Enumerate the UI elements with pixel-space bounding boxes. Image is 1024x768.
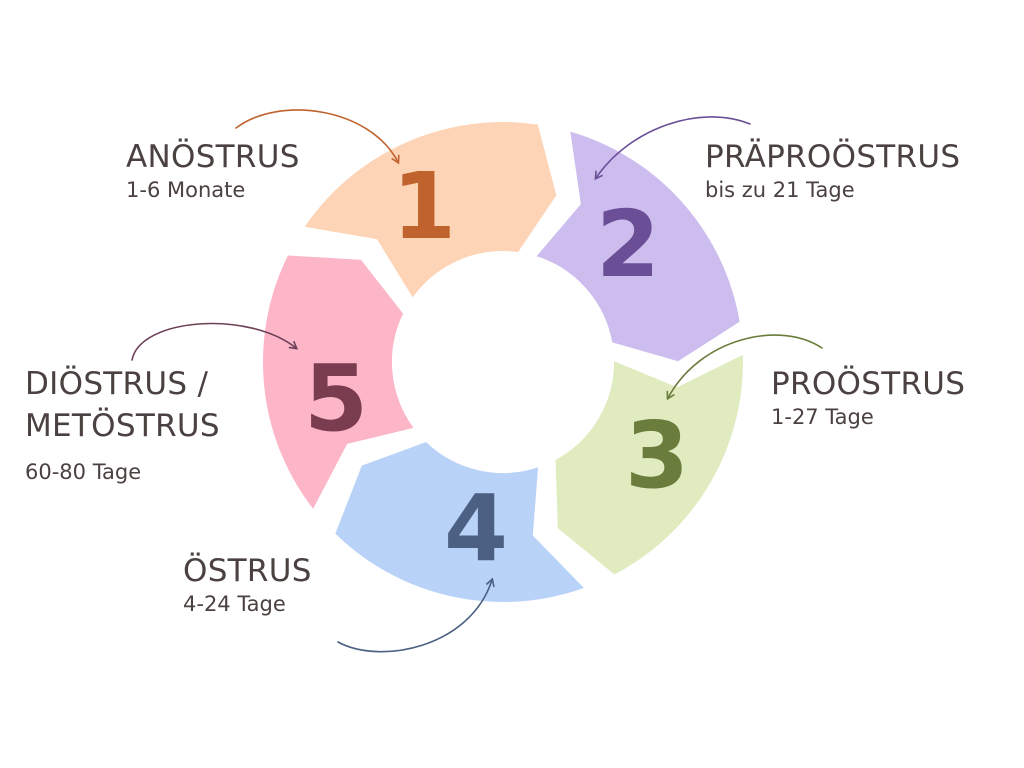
ring-segment-3 (549, 345, 749, 582)
phase-label-5: DIÖSTRUS / METÖSTRUS 60-80 Tage (25, 366, 220, 485)
arrow-phase-3 (666, 334, 823, 401)
phase-number-3: 3 (625, 402, 689, 509)
arrow-phase-5 (131, 322, 299, 361)
phase-label-4: ÖSTRUS 4-24 Tage (183, 553, 312, 616)
ring-segment-2 (525, 123, 747, 368)
phase-title-3: PROÖSTRUS (771, 366, 966, 402)
ring-segment-5 (256, 249, 425, 520)
phase-duration-1: 1-6 Monate (126, 177, 246, 202)
phase-number-2: 2 (596, 191, 660, 298)
ring-segment-4 (328, 435, 595, 609)
phase-title-2: PRÄPROÖSTRUS (705, 139, 961, 175)
phase-number-1: 1 (392, 153, 456, 260)
arrow-phase-1 (235, 109, 400, 165)
phase-title-4: ÖSTRUS (183, 553, 312, 589)
phase-label-3: PROÖSTRUS 1-27 Tage (771, 366, 966, 429)
phase-number-5: 5 (304, 345, 368, 452)
ring-segment-1 (294, 116, 563, 309)
phase-duration-3: 1-27 Tage (771, 404, 874, 429)
phase-number-4: 4 (444, 475, 508, 582)
phase-duration-5: 60-80 Tage (25, 460, 142, 485)
arrow-phase-4 (337, 577, 495, 653)
phase-title-5-line1: DIÖSTRUS / (25, 366, 209, 402)
arrow-phase-2 (594, 116, 751, 181)
phase-duration-4: 4-24 Tage (183, 591, 286, 616)
phase-title-1: ANÖSTRUS (126, 139, 300, 175)
phase-duration-2: bis zu 21 Tage (705, 177, 855, 202)
phase-label-2: PRÄPROÖSTRUS bis zu 21 Tage (705, 139, 961, 202)
phase-label-1: ANÖSTRUS 1-6 Monate (126, 139, 300, 202)
phase-title-5-line2: METÖSTRUS (25, 407, 220, 444)
